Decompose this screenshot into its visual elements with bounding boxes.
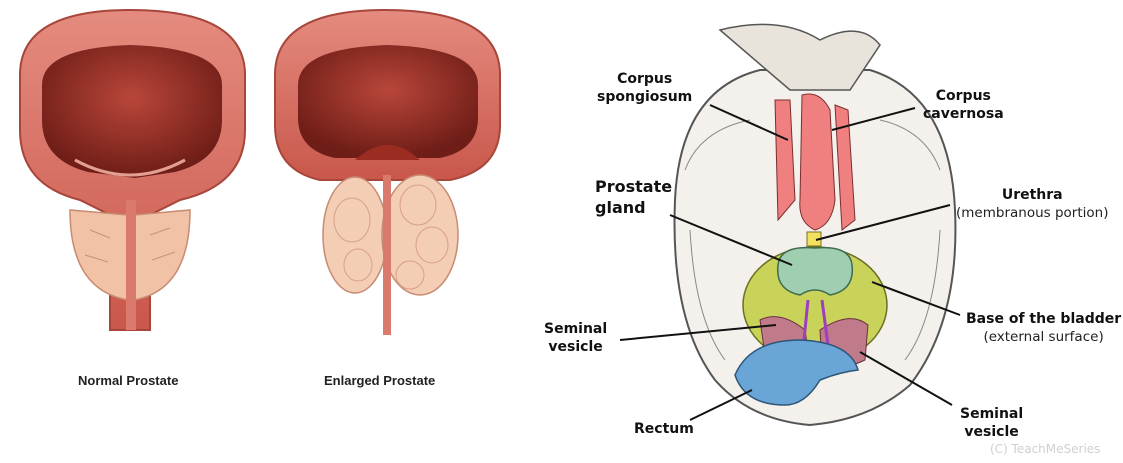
teachmeseries-watermark: (C) TeachMeSeries xyxy=(990,442,1100,456)
anatomy-diagram-panel: Corpus spongiosum Corpus cavernosa Prost… xyxy=(520,0,1123,463)
label-corpus-cavernosa: Corpus cavernosa xyxy=(923,87,1004,123)
normal-prostate-drawing xyxy=(20,10,245,330)
prostate-comparison-illustration xyxy=(0,0,520,463)
prostate-comparison-panel: Normal Prostate Enlarged Prostate xyxy=(0,0,520,463)
label-seminal-vesicle-left: Seminal vesicle xyxy=(544,320,607,356)
label-urethra: Urethra (membranous portion) xyxy=(956,186,1108,222)
label-prostate-gland: Prostate gland xyxy=(595,176,672,218)
label-seminal-vesicle-right: Seminal vesicle xyxy=(960,405,1023,441)
enlarged-prostate-caption: Enlarged Prostate xyxy=(324,373,435,388)
corpus-cavernosa-shape xyxy=(800,94,835,230)
prostate-gland-shape xyxy=(778,248,853,295)
label-rectum: Rectum xyxy=(634,420,694,438)
normal-prostate-caption: Normal Prostate xyxy=(78,373,178,388)
label-corpus-spongiosum: Corpus spongiosum xyxy=(597,70,692,106)
enlarged-prostate-drawing xyxy=(275,10,500,335)
label-base-of-bladder: Base of the bladder (external surface) xyxy=(966,310,1121,346)
